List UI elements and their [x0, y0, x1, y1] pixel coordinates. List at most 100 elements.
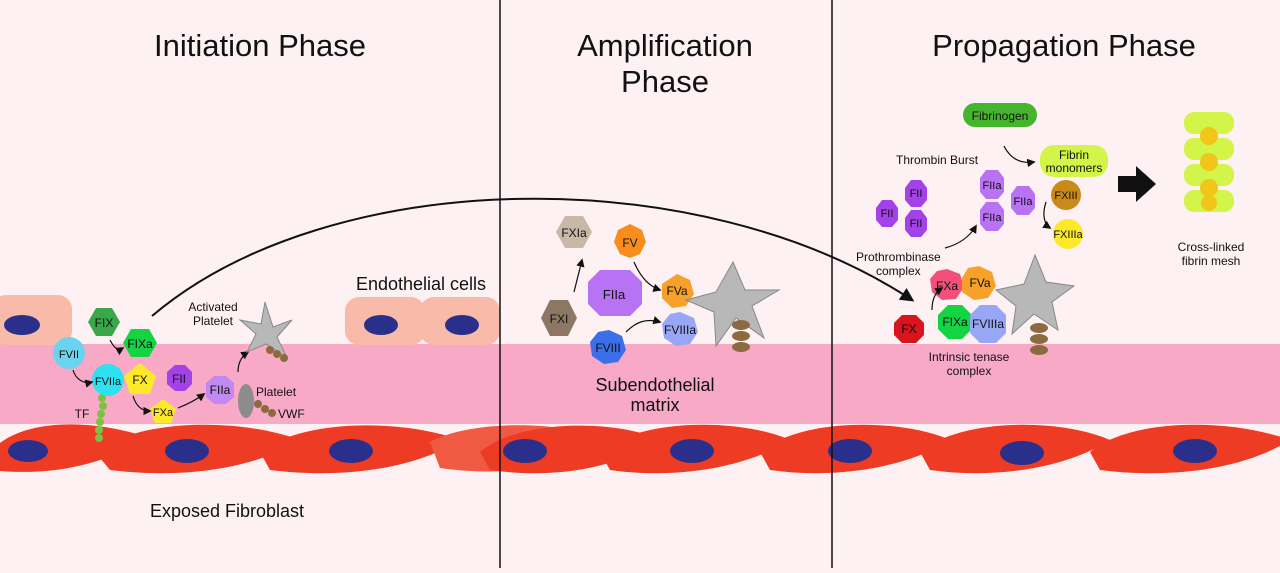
fii-label: FII: [910, 188, 923, 200]
fxia-hexagon: [556, 216, 592, 248]
fibrinogen-pill: [963, 103, 1037, 127]
intrinsic-tenase-label-line2: complex: [947, 364, 992, 378]
fii-octagon: [905, 180, 927, 207]
fxiiia-label: FXIIIa: [1053, 229, 1083, 241]
fv-label: FV: [622, 236, 637, 250]
fviiia-prop-octagon: [970, 305, 1006, 343]
fibroblast-nucleus: [329, 439, 373, 463]
fx-prop-label: FX: [901, 322, 916, 336]
fibroblast-nucleus: [828, 439, 872, 463]
fiia-large-octagon: [588, 270, 642, 316]
activated-platelet-icon: [238, 301, 293, 360]
fxiiia-circle: [1053, 219, 1083, 249]
endothelial-nucleus: [364, 315, 398, 335]
fibrin-monomers-label-line1: Fibrin: [1059, 148, 1089, 162]
fiia-octagon: [980, 170, 1004, 199]
fibrin-monomers-label-line2: monomers: [1046, 161, 1103, 175]
fixa-prop-label: FIXa: [942, 315, 968, 329]
fiia-amp-label: FIIa: [603, 287, 626, 302]
subendothelial-label-line2: matrix: [631, 395, 680, 415]
amplification-elements: FXIa FV FXI FIIa FVa FVIII FVIIIa: [541, 216, 781, 364]
fibroblast-nucleus: [165, 439, 209, 463]
platelet-icon: [238, 384, 254, 418]
fix-label: FIX: [95, 316, 114, 330]
fviiia-label: FVIIIa: [664, 323, 696, 337]
panel-title-initiation: Initiation Phase: [154, 28, 366, 63]
fiia-label: FIIa: [1014, 196, 1034, 208]
fibroblast-nucleus: [670, 439, 714, 463]
fxa-pentagon: [150, 399, 176, 423]
endothelial-nucleus: [4, 315, 40, 335]
fibroblast-nucleus: [1173, 439, 1217, 463]
fixa-hexagon: [123, 329, 157, 357]
fviii-label: FVIII: [595, 341, 620, 355]
vwf-icon: [254, 400, 262, 408]
fiia-octagon: [980, 202, 1004, 231]
fva-prop-label: FVa: [969, 276, 990, 290]
fxiii-label: FXIII: [1054, 190, 1077, 202]
fxa-label: FXa: [153, 407, 174, 419]
endothelial-nucleus: [445, 315, 479, 335]
fixa-label: FIXa: [127, 337, 153, 351]
fviia-label: FVIIa: [95, 376, 122, 388]
activated-platelet-prop-icon: [994, 253, 1076, 336]
fibroblast-nucleus: [503, 439, 547, 463]
prothrombinase-label-line2: complex: [876, 264, 921, 278]
fibroblast-label: Exposed Fibroblast: [150, 501, 304, 521]
fva-label: FVa: [666, 284, 687, 298]
cross-linked-label-line1: Cross-linked: [1178, 240, 1245, 254]
endothelial-cells-label: Endothelial cells: [356, 274, 486, 294]
vwf-label: VWF: [278, 407, 305, 421]
fviii-octagon: [590, 330, 626, 364]
fxiii-circle: [1051, 180, 1081, 210]
tissue-factor: [95, 394, 107, 442]
fii-label: FII: [881, 208, 894, 220]
activated-platelet-amp-icon: [684, 260, 781, 348]
fx-prop-octagon: [894, 315, 924, 343]
activated-platelet-label-line1: Activated: [188, 300, 237, 314]
tf-label: TF: [75, 407, 90, 421]
fibrin-mesh-icon: [1184, 112, 1234, 212]
fii-octagon: [905, 210, 927, 237]
propagation-elements: Fibrinogen Fibrin monomers Thrombin Burs…: [856, 103, 1244, 378]
fiia-label: FIIa: [210, 383, 231, 397]
prothrombinase-label-line1: Prothrombinase: [856, 250, 941, 264]
panel-title-amplification-line2: Phase: [621, 64, 709, 99]
fvii-label: FVII: [59, 349, 79, 361]
fxia-label: FXIa: [561, 226, 587, 240]
fxi-label: FXI: [550, 312, 569, 326]
fiia-octagon: [1011, 186, 1035, 215]
fiia-label: FIIa: [983, 212, 1003, 224]
fixa-prop-octagon: [938, 305, 972, 339]
fvii-circle: [53, 337, 85, 369]
fii-label: FII: [910, 218, 923, 230]
fix-hexagon: [88, 308, 120, 336]
fv-heptagon: [614, 224, 646, 258]
fviiia-prop-label: FVIIIa: [972, 317, 1004, 331]
panel-title-amplification-line1: Amplification: [577, 28, 753, 63]
fii-octagon: [876, 200, 898, 227]
fibrin-monomers-pill: [1040, 145, 1108, 177]
cross-linked-label-line2: fibrin mesh: [1182, 254, 1241, 268]
fiia-octagon: [206, 376, 234, 404]
phase-transition-arrow: [151, 197, 915, 317]
fviia-circle: [92, 364, 124, 396]
platelet-label: Platelet: [256, 385, 297, 399]
subendothelial-label-line1: Subendothelial: [595, 375, 714, 395]
fviiia-octagon: [662, 312, 698, 346]
fiia-label: FIIa: [983, 180, 1003, 192]
fibroblast-nucleus: [1000, 441, 1044, 465]
fii-octagon: [167, 365, 192, 391]
thrombin-burst-label: Thrombin Burst: [896, 153, 979, 167]
fx-label: FX: [132, 373, 147, 387]
fva-prop-heptagon: [962, 266, 996, 300]
fibroblast-nucleus: [8, 440, 48, 462]
endothelial-cells: [0, 295, 500, 345]
initiation-elements: TF FIX FIXa FVII FVIIa FX FXa FII FIIa P…: [53, 300, 305, 442]
fx-pentagon: [124, 363, 156, 394]
intrinsic-tenase-label-line1: Intrinsic tenase: [929, 350, 1010, 364]
fibroblast-layer: [0, 424, 1280, 474]
right-arrow-icon: [1118, 166, 1156, 202]
